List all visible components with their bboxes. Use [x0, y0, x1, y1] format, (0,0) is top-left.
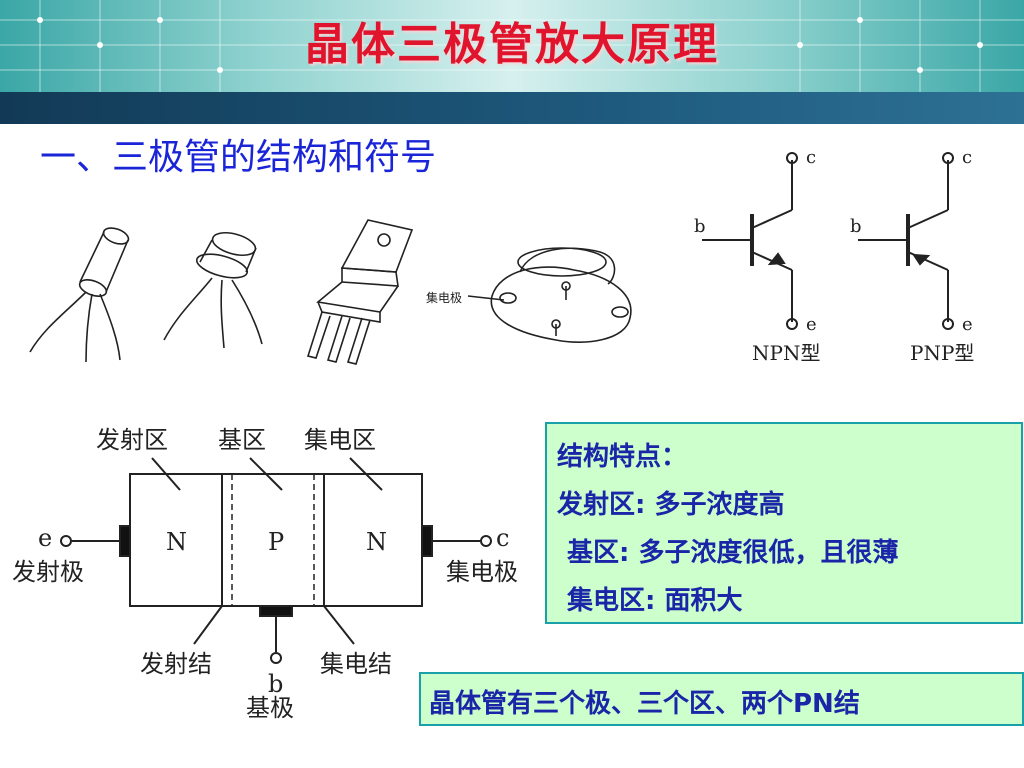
pnp-caption: PNP型 — [910, 341, 974, 365]
package-to18-can — [163, 231, 263, 349]
package-drawings — [29, 219, 632, 365]
collector-junction-label: 集电结 — [320, 650, 392, 678]
npn-collector-label: c — [806, 147, 816, 168]
npn-symbol — [702, 152, 798, 330]
n-doping-left-label: N — [166, 528, 187, 556]
pnp-base-label: b — [850, 216, 862, 237]
npn-arrow-icon — [767, 252, 786, 266]
p-doping-label: P — [268, 528, 284, 556]
section-heading: 一、三极管的结构和符号 — [40, 137, 437, 178]
feature-item: 发射区: 多子浓度高 — [557, 490, 785, 520]
summary-box: 晶体管有三个极、三个区、两个PN结 — [419, 672, 1024, 726]
package-to92-long — [29, 227, 130, 363]
emitter-junction-label: 发射结 — [140, 650, 212, 678]
emitter-region-label: 发射区 — [96, 426, 168, 454]
header-grid-pattern — [0, 0, 1024, 92]
feature-item: 集电区: 面积大 — [567, 586, 743, 616]
header-divider-bar — [0, 92, 1024, 124]
npn-structure-diagram — [60, 457, 492, 664]
base-electrode-label: 基极 — [246, 694, 294, 722]
features-heading: 结构特点： — [557, 442, 688, 472]
collector-electrode-label: 集电极 — [446, 558, 518, 586]
header-banner: 晶体三极管放大原理 — [0, 0, 1024, 92]
summary-text: 晶体管有三个极、三个区、两个PN结 — [429, 689, 860, 719]
npn-emitter-label: e — [806, 314, 817, 335]
structure-features-box: 结构特点： 发射区: 多子浓度高 基区: 多子浓度很低，且很薄 集电区: 面积大 — [545, 422, 1023, 624]
pnp-collector-label: c — [962, 147, 972, 168]
package-to220-power — [306, 219, 414, 365]
pnp-symbol — [858, 152, 954, 330]
pnp-emitter-label: e — [962, 314, 973, 335]
base-terminal-label: b — [268, 670, 283, 698]
emitter-terminal-label: e — [38, 524, 52, 552]
emitter-electrode-label: 发射极 — [12, 558, 84, 586]
collector-region-label: 集电区 — [304, 426, 376, 454]
page-title: 晶体三极管放大原理 — [305, 19, 719, 70]
npn-base-label: b — [694, 216, 706, 237]
npn-caption: NPN型 — [752, 341, 820, 365]
pnp-arrow-icon — [912, 253, 931, 266]
base-region-label: 基区 — [218, 426, 266, 454]
package-to3-metal — [467, 247, 632, 343]
feature-item: 基区: 多子浓度很低，且很薄 — [567, 538, 899, 568]
collector-terminal-label: c — [496, 524, 509, 552]
n-doping-right-label: N — [366, 528, 387, 556]
collector-callout-label: 集电极 — [426, 290, 462, 305]
